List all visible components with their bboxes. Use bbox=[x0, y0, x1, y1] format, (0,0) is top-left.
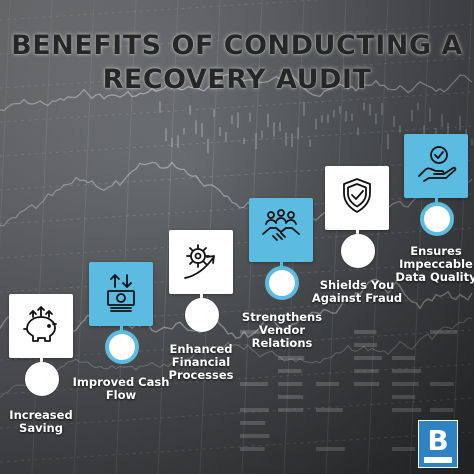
piggy-bank-icon bbox=[19, 302, 63, 350]
benefit-label-ensures-impeccable-data-quality: Ensures Impeccable Data Quality bbox=[395, 244, 474, 284]
connector-ring bbox=[185, 298, 219, 332]
benefit-label-enhanced-financial-processes: Enhanced Financial Processes bbox=[168, 342, 234, 382]
benefit-box-improved-cash-flow bbox=[89, 262, 153, 326]
benefit-label-shields-you-against-fraud: Shields You Against Fraud bbox=[311, 278, 403, 305]
benefit-box-ensures-impeccable-data-quality bbox=[404, 134, 468, 198]
benefit-box-strengthens-vendor-relations bbox=[249, 198, 313, 262]
brand-logo-icon: B bbox=[418, 420, 458, 468]
benefit-label-strengthens-vendor-relations: Strengthens Vendor Relations bbox=[241, 310, 323, 350]
connector-ring bbox=[25, 362, 59, 396]
connector-ring bbox=[341, 234, 375, 268]
gear-growth-icon bbox=[179, 238, 223, 286]
cash-flow-icon bbox=[99, 270, 143, 318]
logo-letter: B bbox=[427, 424, 449, 457]
quality-hand-icon bbox=[414, 142, 458, 190]
title-line-1: BENEFITS OF CONDUCTING A bbox=[11, 30, 463, 61]
logo-bar bbox=[424, 457, 452, 463]
benefit-label-increased-saving: Increased Saving bbox=[9, 408, 73, 435]
benefit-label-improved-cash-flow: Improved Cash Flow bbox=[72, 375, 170, 402]
benefit-box-shields-you-against-fraud bbox=[325, 166, 389, 230]
connector-ring bbox=[105, 330, 139, 364]
benefit-box-enhanced-financial-processes bbox=[169, 230, 233, 294]
connector-ring bbox=[265, 266, 299, 300]
shield-check-icon bbox=[335, 174, 379, 222]
title-line-2: RECOVERY AUDIT bbox=[102, 64, 372, 95]
handshake-icon bbox=[259, 206, 303, 254]
connector-ring bbox=[420, 202, 454, 236]
benefit-box-increased-saving bbox=[9, 294, 73, 358]
